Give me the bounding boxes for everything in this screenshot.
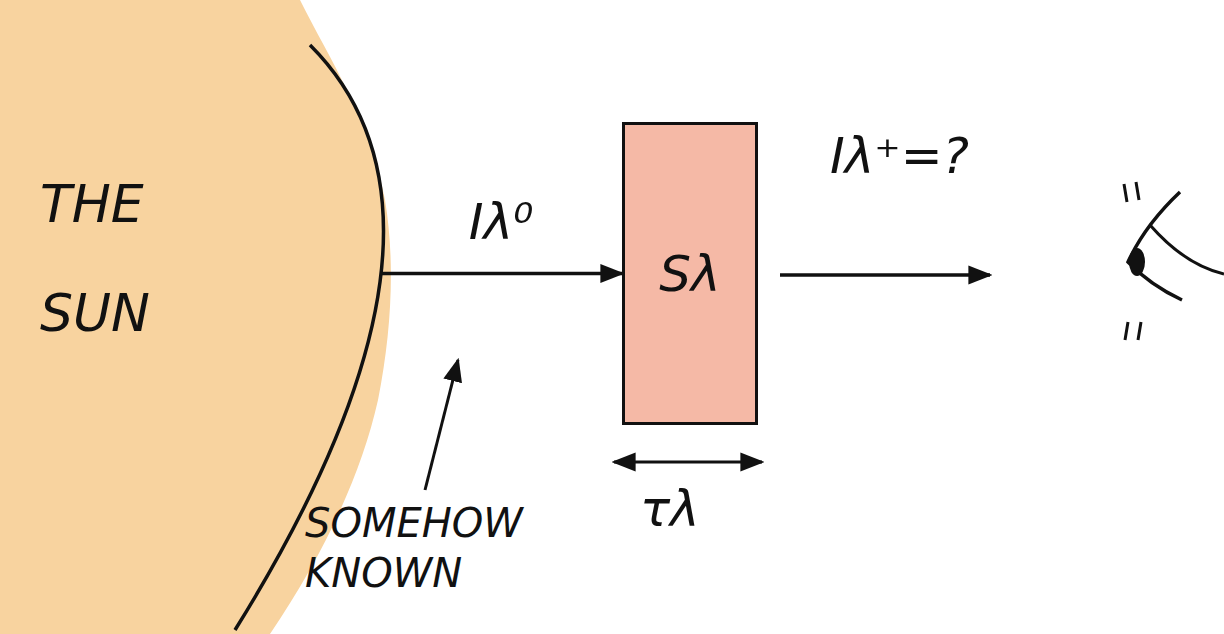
note-text: SOMEHOW KNOWN (305, 498, 605, 598)
eye-lids (1128, 192, 1182, 300)
eye-symbol (1124, 182, 1224, 340)
leader-arrow (425, 360, 458, 490)
region-label: THE SUN (40, 150, 230, 368)
edge-label: Iλ⁰ (465, 192, 537, 252)
flow-arrow (380, 272, 622, 276)
outgoing-arrow (780, 273, 990, 277)
outgoing-intensity-label: Iλ⁺=? (830, 125, 1090, 188)
box-label: Sλ (659, 244, 720, 304)
absorbing-slab: Sλ (622, 122, 758, 425)
eye-pupil (1129, 248, 1145, 276)
eye-ball (1150, 225, 1224, 274)
thickness-arrow (614, 461, 762, 464)
optical-depth-label: τλ (640, 478, 760, 541)
eye-lashes (1124, 182, 1141, 340)
